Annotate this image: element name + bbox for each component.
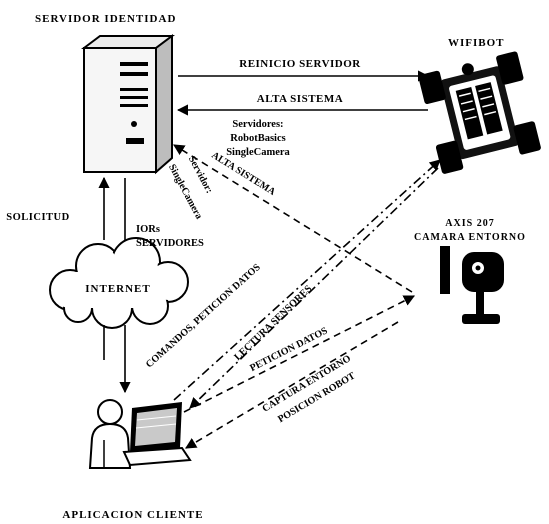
label-iors-2: SERVIDORES <box>136 238 204 249</box>
label-reinicio: REINICIO SERVIDOR <box>239 58 361 70</box>
network-camera-icon <box>440 246 504 324</box>
label-robot-servicio-1: Servidores: <box>232 119 283 130</box>
user-laptop-icon <box>90 400 190 468</box>
camera-title: CAMARA ENTORNO <box>414 232 526 243</box>
label-robot-servicio-3: SingleCamera <box>226 147 290 158</box>
server-tower-icon <box>84 36 172 172</box>
internet-label: INTERNET <box>85 283 150 295</box>
label-iors-1: IORs <box>136 224 160 235</box>
client-title: APLICACION CLIENTE <box>62 509 203 521</box>
robot-title: WIFIBOT <box>448 37 505 49</box>
label-alta-robot: ALTA SISTEMA <box>257 93 343 105</box>
server-title: SERVIDOR IDENTIDAD <box>35 13 176 25</box>
label-solicitud: SOLICITUD <box>6 212 69 223</box>
wheeled-robot-icon <box>418 51 542 175</box>
camera-model: AXIS 207 <box>445 218 494 229</box>
label-robot-servicio-2: RobotBasics <box>230 133 285 144</box>
edge-comandos <box>174 160 440 400</box>
